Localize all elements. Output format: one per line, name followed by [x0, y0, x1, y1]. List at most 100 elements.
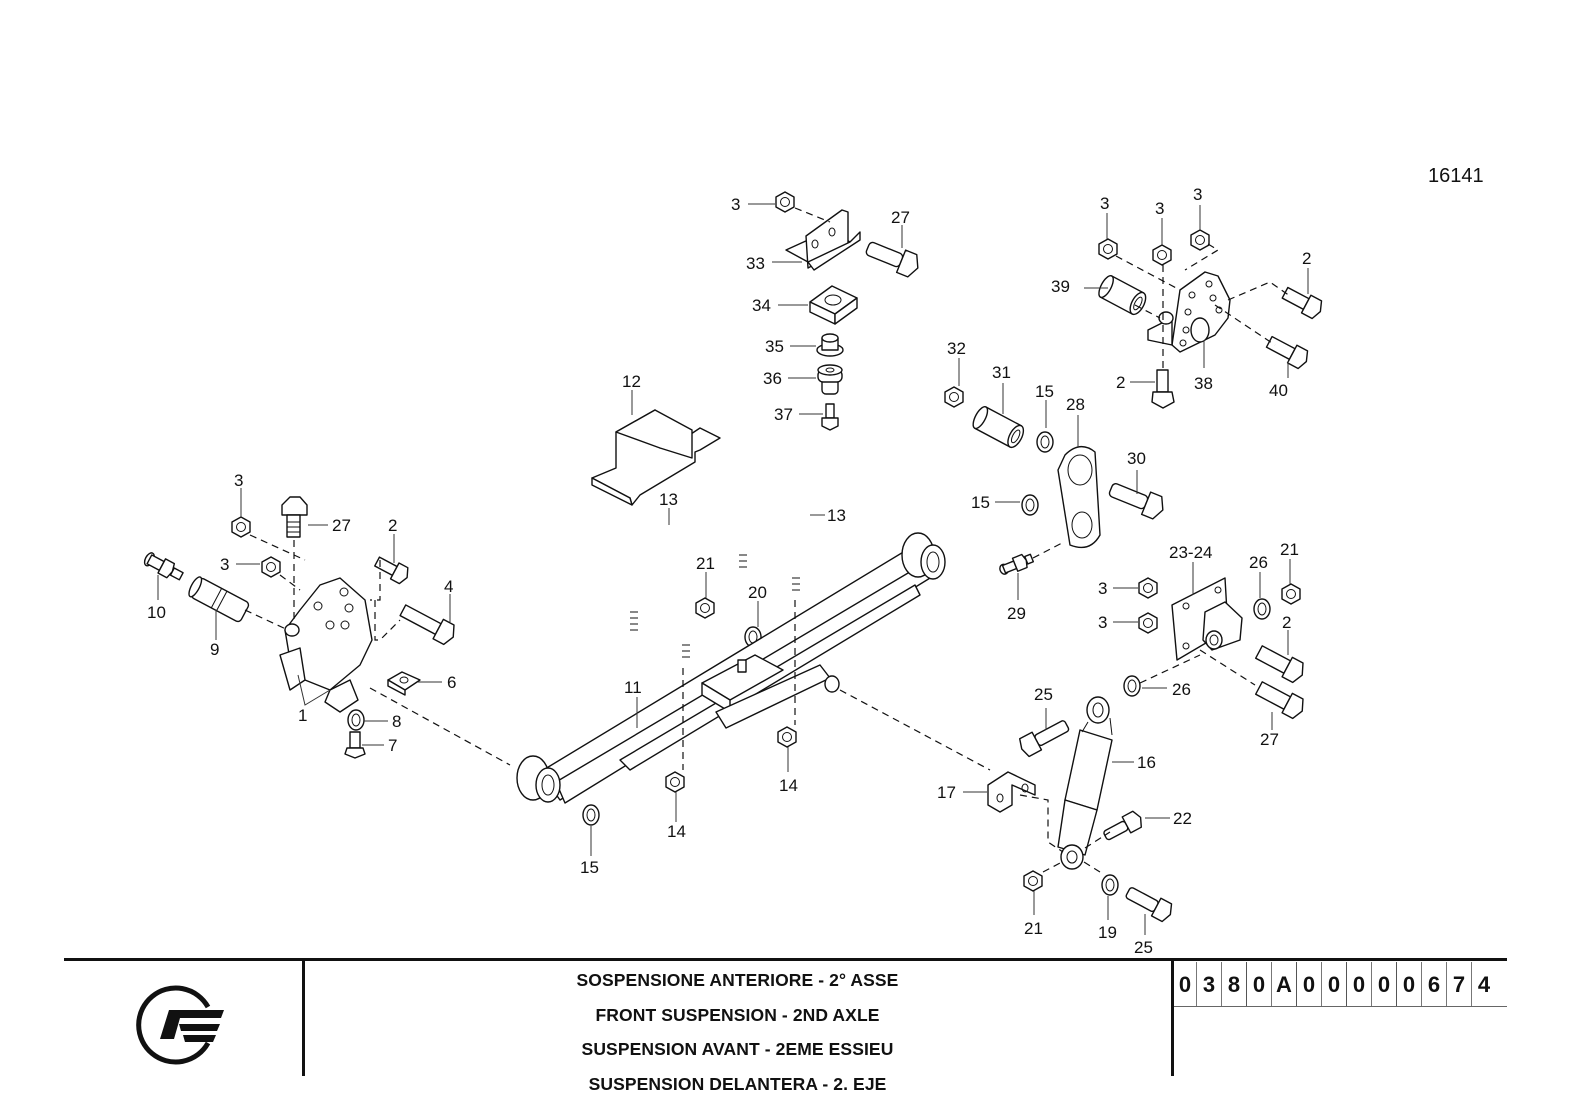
part-code: 0 3 8 0 A 0 0 0 0 0 6 7 4	[1174, 962, 1507, 1007]
washer-15-upper	[1036, 431, 1054, 453]
grease-nipple-10	[143, 552, 184, 581]
plate-6	[387, 671, 421, 696]
code-digit: 0	[1178, 972, 1192, 997]
u-bolt-13-left	[630, 521, 690, 665]
shock-absorber-group: 25 16 17 22 21 19 25	[937, 685, 1192, 957]
nut-3-mount-b	[1138, 612, 1158, 634]
bolt-2-rear-right	[1281, 286, 1323, 320]
code-digit: 0	[1296, 962, 1321, 1006]
code-digit: 0	[1321, 962, 1346, 1006]
callout-25: 25	[1034, 685, 1053, 704]
callout-39: 39	[1051, 277, 1070, 296]
callout-2: 2	[1302, 249, 1311, 268]
callout-37: 37	[774, 405, 793, 424]
callout-14: 14	[667, 822, 686, 841]
callout-38: 38	[1194, 374, 1213, 393]
callout-3: 3	[220, 555, 229, 574]
nut-21-mount	[1281, 583, 1301, 605]
title-block-top-rule	[64, 958, 1507, 961]
callout-33: 33	[746, 254, 765, 273]
callout-31: 31	[992, 363, 1011, 382]
callout-3: 3	[731, 195, 740, 214]
bolt-2-rear-bottom	[1151, 369, 1175, 409]
title-block-divider-left	[302, 960, 305, 1076]
grease-nipple-29	[999, 553, 1035, 575]
nut-3-c	[1190, 229, 1210, 251]
bolt-27-front	[281, 496, 308, 538]
bush-35	[816, 333, 844, 357]
callout-9: 9	[210, 640, 219, 659]
bush-31	[972, 406, 1025, 449]
rear-hanger-bracket-38	[1147, 271, 1231, 353]
callout-11: 11	[624, 678, 642, 697]
callout-15: 15	[971, 493, 990, 512]
callout-21: 21	[1024, 919, 1043, 938]
washer-26-upper	[1253, 598, 1271, 620]
callout-3: 3	[1100, 194, 1109, 213]
shackle-group: FRONT 32 31 15 28 15 30 29	[944, 339, 1164, 623]
title-spanish: SUSPENSION DELANTERA - 2. EJE	[588, 1073, 887, 1094]
callout-20: 20	[748, 583, 767, 602]
callout-7: 7	[388, 736, 397, 755]
title-italian: SOSPENSIONE ANTERIORE - 2° ASSE	[576, 970, 899, 990]
bolt-25-lower	[1125, 887, 1173, 923]
mount-bracket-23-24	[1171, 577, 1243, 661]
code-digit: 6	[1421, 962, 1446, 1006]
bush-39	[1098, 274, 1147, 316]
title-french: SUSPENSION AVANT - 2EME ESSIEU	[581, 1039, 894, 1059]
nut-14-right	[777, 726, 797, 748]
bolt-27-bumpstop	[865, 241, 919, 278]
drawing-number: 16141	[1428, 165, 1484, 187]
washer-26-lower	[1123, 675, 1141, 697]
callout-27: 27	[891, 208, 910, 227]
callout-16: 16	[1137, 753, 1156, 772]
code-digit: 4	[1471, 962, 1496, 1006]
code-digit: 8	[1221, 962, 1246, 1006]
title-english: FRONT SUSPENSION - 2ND AXLE	[595, 1004, 880, 1025]
title-block-titles: SOSPENSIONE ANTERIORE - 2° ASSE FRONT SU…	[304, 962, 1171, 1100]
nut-3-mount-a	[1138, 577, 1158, 599]
shackle-link-28	[1057, 446, 1101, 549]
callout-32: 32	[947, 339, 966, 358]
code-digit: 0	[1246, 962, 1271, 1006]
callout-3: 3	[1193, 185, 1202, 204]
code-digit: 3	[1196, 962, 1221, 1006]
brand-logo-icon	[136, 985, 224, 1065]
code-digit: 0	[1396, 962, 1421, 1006]
callout-22: 22	[1173, 809, 1192, 828]
code-digit: 0	[1371, 962, 1396, 1006]
callout-14: 14	[779, 776, 798, 795]
bump-stop-group: 3 27 33 34 35 36 37	[731, 191, 919, 431]
bolt-4	[399, 604, 455, 646]
shock-absorber-16	[1057, 696, 1113, 870]
callout-15: 15	[580, 858, 599, 877]
nut-14-left	[665, 771, 685, 793]
bolt-2-front	[374, 556, 409, 585]
title-block-divider-right	[1171, 960, 1174, 1076]
code-digit: 0	[1346, 962, 1371, 1006]
callout-2: 2	[388, 516, 397, 535]
bolt-30	[1108, 483, 1164, 520]
callout-29: 29	[1007, 604, 1026, 623]
shock-mount-group: 23-24 26 21 3 3 2 26 27	[1098, 540, 1304, 749]
callout-35: 35	[765, 337, 784, 356]
saddle-12	[591, 409, 721, 506]
rear-hanger-group: 3 3 3 2 39 38 2 40	[1051, 185, 1323, 409]
callout-3: 3	[1098, 613, 1107, 632]
code-digit: A	[1271, 962, 1296, 1006]
bolt-2-mount	[1254, 645, 1304, 684]
callout-36: 36	[763, 369, 782, 388]
callout-34: 34	[752, 296, 771, 315]
callout-4: 4	[444, 577, 453, 596]
nut-3-a	[1098, 238, 1118, 260]
callout-8: 8	[392, 712, 401, 731]
nut-3-mid	[261, 556, 281, 578]
leaf-spring-11	[516, 532, 946, 804]
callout-19: 19	[1098, 923, 1117, 942]
callout-15: 15	[1035, 382, 1054, 401]
u-bolt-13-right	[739, 457, 800, 597]
bolt-27-mount	[1254, 681, 1304, 720]
bolt-22	[1103, 810, 1142, 841]
pin-9	[188, 576, 250, 623]
nut-3-top	[231, 516, 251, 538]
